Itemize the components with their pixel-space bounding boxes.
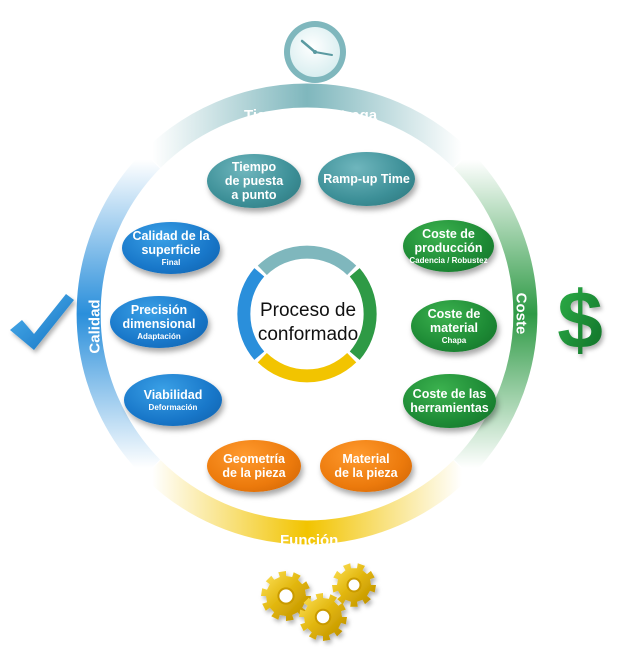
node-subtitle: Deformación — [148, 402, 198, 412]
inner-ring-bottom-segment — [257, 352, 357, 383]
gear-hole-1 — [277, 587, 295, 605]
node-title: Coste de las herramientas — [410, 387, 489, 415]
outer-ring-top-segment — [143, 83, 471, 168]
dollar-icon: $ — [557, 275, 603, 366]
center-title: Proceso de conformado — [257, 300, 359, 345]
outer-ring-right-segment — [453, 151, 538, 477]
node-title: Viabilidad — [143, 387, 203, 402]
node-viabilidad: Viabilidad Deformación — [124, 374, 222, 426]
node-title: Ramp-up Time — [323, 172, 410, 186]
ring-label-top: Tiempo de entrega — [244, 107, 378, 124]
node-title: Coste de material — [427, 306, 481, 335]
node-tiempo-puesta-a-punto: Tiempo de puesta a punto — [207, 154, 301, 208]
node-precision-dimensional: Precisión dimensional Adaptación — [110, 296, 208, 348]
node-subtitle: Cadencia / Robustez — [409, 255, 488, 265]
ring-label-bottom: Función — [280, 532, 339, 549]
gears-icon — [261, 563, 376, 641]
gear-hole-2 — [314, 608, 332, 626]
node-calidad-superficie: Calidad de la superficie Final — [122, 222, 220, 274]
node-subtitle: Adaptación — [137, 331, 181, 341]
node-coste-material: Coste de material Chapa — [411, 300, 497, 352]
checkmark-icon — [10, 294, 74, 350]
node-geometria-pieza: Geometría de la pieza — [207, 440, 301, 492]
node-title: Tiempo de puesta a punto — [224, 160, 284, 202]
ring-label-left: Calidad — [86, 299, 104, 354]
inner-ring-left-segment — [237, 268, 265, 360]
svg-text:$: $ — [557, 275, 603, 366]
node-title: Precisión dimensional — [122, 302, 196, 331]
outer-ring-left-segment — [76, 151, 161, 477]
inner-ring-top-segment — [257, 245, 357, 276]
clock-icon — [284, 21, 346, 83]
inner-ring-right-segment — [349, 268, 377, 360]
inner-ring — [237, 245, 377, 383]
gear-hole-3 — [346, 577, 362, 593]
node-coste-produccion: Coste de producción Cadencia / Robustez — [403, 220, 494, 272]
node-coste-herramientas: Coste de las herramientas — [403, 374, 496, 428]
node-subtitle: Chapa — [441, 335, 467, 345]
node-title: Geometría de la pieza — [222, 452, 286, 480]
outer-ring — [76, 83, 538, 545]
node-subtitle: Final — [161, 257, 181, 267]
node-title: Calidad de la superficie — [132, 228, 210, 257]
node-title: Material de la pieza — [334, 452, 398, 480]
node-material-pieza: Material de la pieza — [320, 440, 412, 492]
node-title: Coste de producción — [414, 226, 483, 255]
outer-ring-bottom-segment — [143, 460, 471, 545]
ring-label-right: Coste — [512, 292, 530, 335]
node-ramp-up-time: Ramp-up Time — [318, 152, 415, 206]
